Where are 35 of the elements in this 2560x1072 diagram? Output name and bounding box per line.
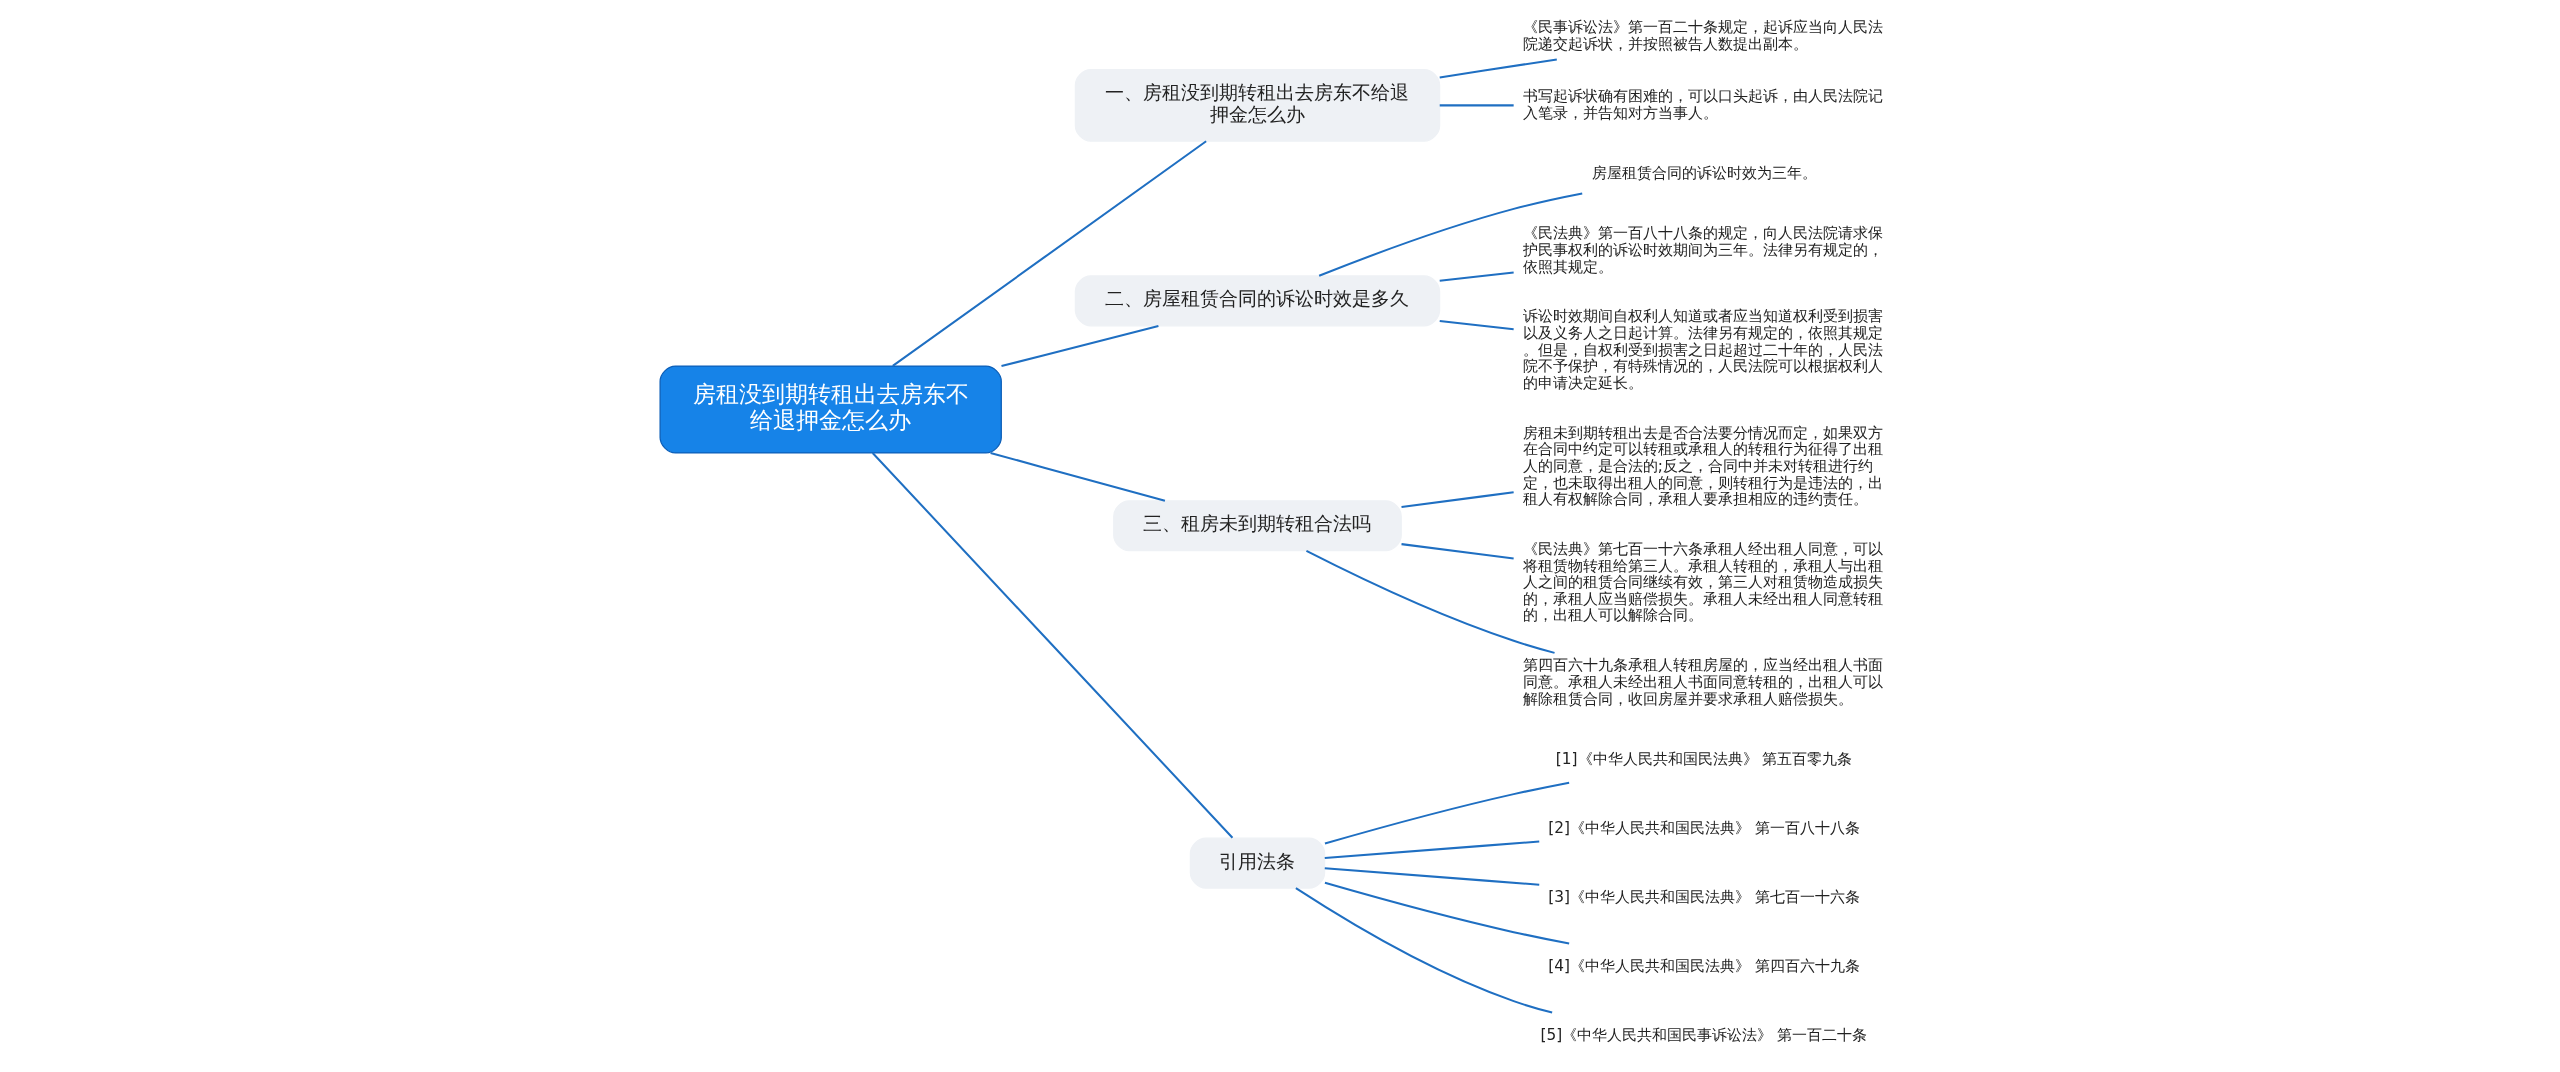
- node-box: 一、房租没到期转租出去房东不给退押金怎么办: [1074, 68, 1440, 142]
- node-text: 房租未到期转租出去是否合法要分情况而定，如果双方在合同中约定可以转租或承租人的转租行为征得了出租人的同意，是合法的;反之，合同中并未对转租进行约定，也未取得出租人的同意，则转租行为是违法的，出租人有权解除合同，承租人要承担相应的违约责任。: [1522, 423, 1883, 509]
- node-text: 第四百六十九条承租人转租房屋的，应当经出租人书面同意。承租人未经出租人书面同意转租的，出租人可以解除租赁合同，收回房屋并要求承租人赔偿损失。: [1522, 656, 1883, 708]
- connector: [1439, 320, 1514, 331]
- node-box: 三、租房未到期转租合法吗: [1112, 500, 1402, 552]
- node-text: [2]《中华人民共和国民法典》 第一百八十八条: [1547, 818, 1860, 837]
- connector: [1400, 543, 1514, 560]
- connector: [1324, 781, 1569, 845]
- node-text: [1]《中华人民共和国民法典》 第五百零九条: [1555, 749, 1852, 768]
- connector: [1305, 550, 1555, 654]
- connector: [891, 140, 1207, 367]
- node-box: 二、房屋租赁合同的诉讼时效是多久: [1074, 275, 1440, 327]
- connector: [1324, 867, 1539, 886]
- connector: [1324, 840, 1539, 860]
- node-text: 《民事诉讼法》第一百二十条规定，起诉应当向人民法院递交起诉状，并按照被告人数提出副本。: [1522, 18, 1883, 53]
- node-text: 《民法典》第七百一十六条承租人经出租人同意，可以将租赁物转租给第三人。承租人转租的，承租人与出租人之间的租赁合同继续有效，第三人对租赁物造成损失的，承租人应当赔偿损失。承租人未经出租人同意转租的，出租人可以解除合同。: [1522, 540, 1883, 625]
- node-text: 书写起诉状确有困难的，可以口头起诉，由人民法院记入笔录，并告知对方当事人。: [1522, 87, 1883, 122]
- connector: [871, 452, 1233, 839]
- node-text: 诉讼时效期间自权利人知道或者应当知道权利受到损害以及义务人之日起计算。法律另有规定的，依照其规定。但是，自权利受到损害之日起超过二十年的，人民法院不予保护，有特殊情况的，人民法院可以根据权利人的申请决定延长。: [1522, 307, 1883, 392]
- node-text: [4]《中华人民共和国民法典》 第四百六十九条: [1547, 956, 1860, 975]
- connector: [989, 451, 1165, 502]
- connector: [1324, 881, 1569, 945]
- connector: [1294, 887, 1552, 1014]
- node-text: [5]《中华人民共和国民事诉讼法》 第一百二十条: [1540, 1025, 1867, 1044]
- node-box: 引用法条: [1189, 837, 1325, 889]
- connector: [1439, 104, 1514, 107]
- node-text: 房屋租赁合同的诉讼时效为三年。: [1591, 164, 1817, 183]
- connector: [1000, 324, 1159, 368]
- connector: [1439, 271, 1514, 282]
- connector: [1439, 58, 1557, 79]
- node-text: 《民法典》第一百八十八条的规定，向人民法院请求保护民事权利的诉讼时效期间为三年。法律另有规定的，依照其规定。: [1522, 224, 1883, 276]
- node-box: 房租没到期转租出去房东不给退押金怎么办: [658, 365, 1002, 454]
- connector: [1318, 192, 1582, 277]
- connector: [1400, 491, 1514, 509]
- node-text: [3]《中华人民共和国民法典》 第七百一十六条: [1547, 887, 1860, 906]
